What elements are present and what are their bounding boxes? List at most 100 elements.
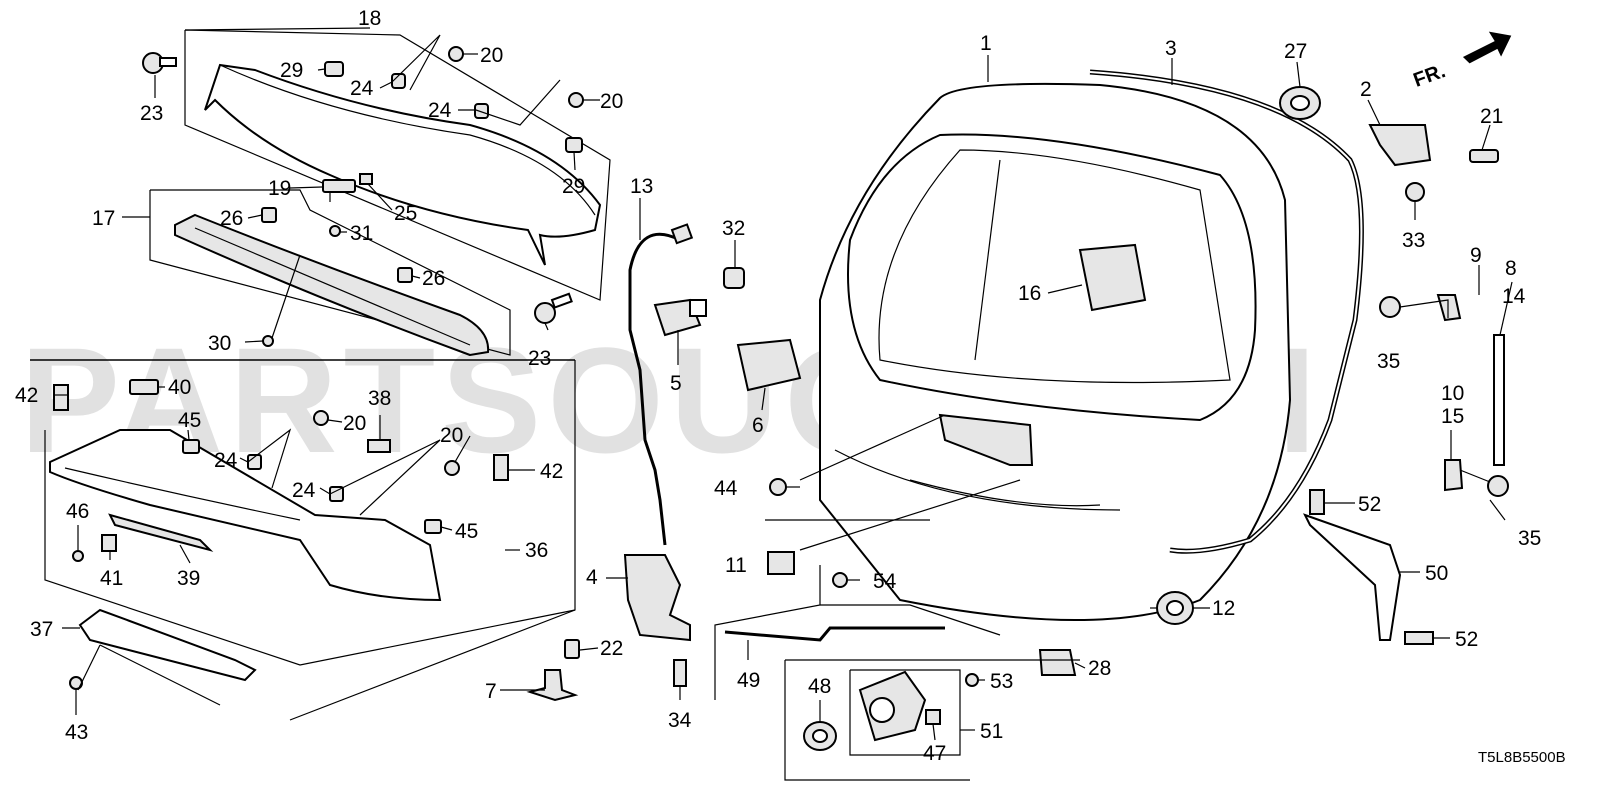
callout-16: 16: [1018, 282, 1041, 305]
callout-23a: 23: [140, 102, 163, 125]
bracket-9: [1436, 294, 1462, 322]
grommet-27: [1279, 86, 1321, 120]
callout-labels: 1 2 3 4 5 6 7 8 9 10 11 12 13 14 15 16 1…: [15, 7, 1541, 765]
callout-49: 49: [737, 669, 760, 692]
pad-40: [129, 379, 159, 395]
callout-12: 12: [1212, 597, 1235, 620]
callout-52a: 52: [1358, 493, 1381, 516]
clip-24b: [474, 103, 489, 119]
clip-45b: [424, 519, 442, 534]
leaders-lower-left: [55, 386, 535, 715]
callout-42a: 42: [15, 384, 38, 407]
callout-4: 4: [586, 566, 598, 589]
clip-26a: [261, 207, 277, 223]
clip-29b: [565, 137, 583, 153]
bolt-23b: [534, 292, 573, 324]
garnish-bracket: [938, 413, 1034, 466]
callout-21: 21: [1480, 105, 1503, 128]
pad-28: [1038, 649, 1077, 676]
callout-24d: 24: [292, 479, 316, 502]
callout-7: 7: [485, 680, 497, 703]
callout-35a: 35: [1377, 350, 1400, 373]
callout-24c: 24: [214, 449, 238, 472]
callout-31: 31: [350, 222, 373, 245]
callout-42b: 42: [540, 460, 563, 483]
screw-53: [965, 673, 979, 687]
bracket-10: [1444, 459, 1464, 492]
bolt-52b: [1404, 631, 1434, 645]
callout-20a: 20: [480, 44, 503, 67]
callout-38: 38: [368, 387, 391, 410]
bolt-21: [1469, 149, 1499, 163]
leaders-upper: [122, 27, 600, 343]
callout-26b: 26: [422, 267, 445, 290]
callout-37: 37: [30, 618, 53, 641]
bumper-12: [1156, 591, 1194, 625]
actuator-part-5: [653, 298, 707, 337]
callout-36: 36: [525, 539, 548, 562]
leaders-center: [500, 198, 766, 700]
screw-43: [69, 676, 83, 690]
bolt-42a: [53, 384, 69, 411]
callout-32: 32: [722, 217, 745, 240]
callout-53: 53: [990, 670, 1013, 693]
group-18-17-outline: [30, 29, 611, 721]
callout-22: 22: [600, 637, 623, 660]
callout-40: 40: [168, 376, 191, 399]
callout-34: 34: [668, 709, 692, 732]
callout-29a: 29: [280, 59, 303, 82]
spoiler-part-18: [204, 63, 602, 266]
clip-25: [359, 173, 373, 185]
bolt-35a: [1379, 296, 1401, 318]
callout-50: 50: [1425, 562, 1448, 585]
callout-30: 30: [208, 332, 231, 355]
switch-part-6: [736, 338, 802, 392]
latch-part-4: [623, 554, 691, 642]
callout-15: 15: [1441, 405, 1464, 428]
bolt-44: [769, 478, 787, 496]
callout-11: 11: [725, 554, 747, 577]
callout-46: 46: [66, 500, 89, 523]
lamp-part-39: [108, 513, 214, 552]
callout-19: 19: [268, 177, 291, 200]
nut-33: [1405, 182, 1425, 202]
callout-10: 10: [1441, 382, 1464, 405]
front-direction-arrow: FR.: [1411, 31, 1512, 92]
callout-3: 3: [1165, 37, 1177, 60]
cable-part-13: [628, 232, 681, 546]
callout-48: 48: [808, 675, 831, 698]
direction-label: FR.: [1411, 60, 1449, 92]
screw-30: [262, 335, 274, 347]
bolt-34: [673, 659, 687, 687]
callout-25: 25: [394, 202, 417, 225]
callout-44: 44: [714, 477, 738, 500]
bolt-52a: [1309, 489, 1325, 515]
callout-20d: 20: [440, 424, 463, 447]
bracket-19: [322, 179, 356, 202]
bolt-20d: [444, 460, 460, 476]
callout-1: 1: [980, 32, 992, 55]
hinge-part-2: [1368, 124, 1432, 167]
callout-26a: 26: [220, 207, 243, 230]
callout-20c: 20: [343, 412, 366, 435]
callout-24b: 24: [428, 99, 452, 122]
rod-part-49: [724, 626, 945, 642]
callout-33: 33: [1402, 229, 1425, 252]
callout-2: 2: [1360, 78, 1372, 101]
callout-52b: 52: [1455, 628, 1478, 651]
callout-35b: 35: [1518, 527, 1541, 550]
callout-39: 39: [177, 567, 200, 590]
callout-5: 5: [670, 372, 682, 395]
callout-45a: 45: [178, 409, 201, 432]
callout-18: 18: [358, 7, 381, 30]
callout-20b: 20: [600, 90, 623, 113]
diagram-code: T5L8B5500B: [1478, 749, 1566, 766]
bolt-42b: [493, 454, 509, 481]
bracket-41: [101, 534, 117, 552]
screw-31: [329, 225, 341, 237]
nut-32: [723, 267, 745, 289]
camera-part-51: [858, 670, 927, 742]
clip-24a: [391, 73, 406, 89]
